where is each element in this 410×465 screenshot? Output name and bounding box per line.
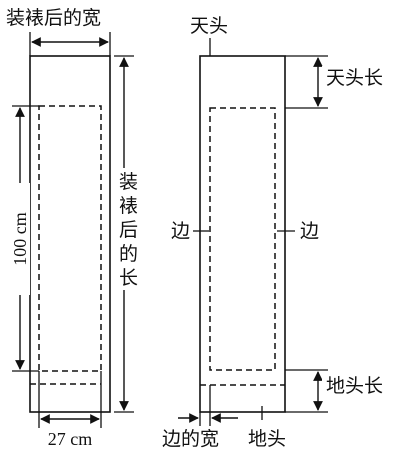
mounted-length-char-4: 的 bbox=[119, 243, 138, 265]
mounted-length-char-5: 长 bbox=[119, 267, 138, 289]
mounted-scroll-outline-left bbox=[29, 55, 111, 413]
top-margin-label-backdrop bbox=[322, 66, 386, 90]
mounted-length-char-1: 装 bbox=[119, 171, 138, 193]
height-label-backdrop bbox=[11, 183, 30, 295]
artwork-area-dashed-left bbox=[38, 105, 102, 372]
bottom-margin-label: 地头长 bbox=[326, 375, 383, 397]
bottom-head-label: 地头 bbox=[248, 428, 286, 450]
edge-width-label: 边的宽 bbox=[162, 428, 219, 450]
height-dimension-label: 100 cm bbox=[10, 212, 30, 266]
mounted-length-char-2: 裱 bbox=[119, 195, 138, 217]
right-edge-label: 边 bbox=[300, 220, 319, 242]
length-label-backdrop bbox=[116, 168, 142, 290]
mounted-width-label: 装裱后的宽 bbox=[6, 7, 101, 29]
left-edge-label: 边 bbox=[171, 220, 190, 242]
artwork-area-dashed-right bbox=[209, 107, 276, 371]
left-figure: 装裱后的宽 装 裱 后 的 长 100 cm 27 cm bbox=[6, 7, 142, 449]
artwork-width-label: 27 cm bbox=[48, 429, 93, 449]
bottom-margin-label-backdrop bbox=[322, 374, 386, 398]
right-figure: 天头 边 边 天头长 地头长 边的宽 地头 bbox=[162, 15, 386, 450]
mounted-length-char-3: 后 bbox=[119, 219, 138, 241]
top-head-label: 天头 bbox=[190, 15, 228, 37]
mounted-scroll-outline-right bbox=[199, 55, 286, 413]
top-margin-label: 天头长 bbox=[326, 67, 383, 89]
